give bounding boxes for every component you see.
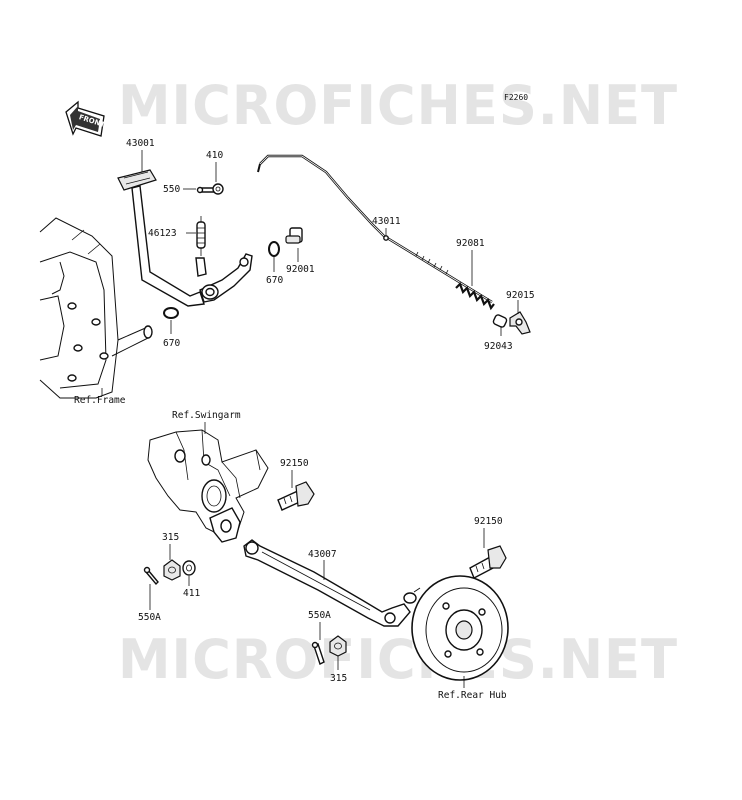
watermark-bottom: MICROFICHES.NET: [118, 628, 678, 691]
spring-92081: [455, 282, 495, 311]
figure-code: F2260: [504, 93, 528, 102]
brake-pedal: [117, 169, 253, 307]
nut-315-left: [163, 559, 181, 581]
callout-92150-left: 92150: [280, 458, 309, 469]
callout-92150-right: 92150: [474, 516, 503, 527]
callout-315-left: 315: [162, 532, 179, 543]
ref-rear-hub-label: Ref.Rear Hub: [438, 690, 507, 701]
rear-hub: [403, 575, 509, 681]
callout-550a-right: 550A: [308, 610, 331, 621]
callout-670-lower: 670: [163, 338, 180, 349]
callout-43011: 43011: [372, 216, 401, 227]
o-ring-670-upper: [268, 241, 280, 257]
frame-outline: [39, 217, 153, 399]
callout-92081: 92081: [456, 238, 485, 249]
pin-550: [196, 186, 215, 194]
bolt-92150-right: [469, 545, 507, 579]
bolt-92001: [285, 227, 303, 244]
callout-46123: 46123: [148, 228, 177, 239]
callout-410: 410: [206, 150, 223, 161]
watermark-top: MICROFICHES.NET: [118, 74, 678, 137]
callout-43001: 43001: [126, 138, 155, 149]
callout-550: 550: [163, 184, 180, 195]
cotter-pin-550a-left: [143, 566, 159, 586]
cotter-pin-550a-right: [311, 641, 325, 665]
bolt-92150-left: [277, 481, 315, 511]
callout-43007: 43007: [308, 549, 337, 560]
ref-swingarm-label: Ref.Swingarm: [172, 410, 241, 421]
callout-411: 411: [183, 588, 200, 599]
nut-315-right: [329, 635, 347, 657]
brake-rod-43011: [257, 154, 493, 304]
callout-92015: 92015: [506, 290, 535, 301]
callout-315-right: 315: [330, 673, 347, 684]
washer-411: [182, 560, 196, 576]
o-ring-670-lower: [163, 307, 179, 319]
callout-550a-left: 550A: [138, 612, 161, 623]
swingarm-bracket: [147, 429, 269, 543]
callout-92043: 92043: [484, 341, 513, 352]
collar-92043: [492, 314, 508, 328]
callout-92001: 92001: [286, 264, 315, 275]
torque-link-43007: [243, 539, 411, 627]
ref-frame-label: Ref.Frame: [74, 395, 126, 406]
washer-410: [212, 183, 224, 195]
callout-670-upper: 670: [266, 275, 283, 286]
spring-46123: [196, 216, 206, 256]
wing-nut-92015: [509, 311, 531, 335]
leader-lines: [101, 150, 519, 688]
front-arrow-icon: FRONT: [65, 100, 106, 137]
